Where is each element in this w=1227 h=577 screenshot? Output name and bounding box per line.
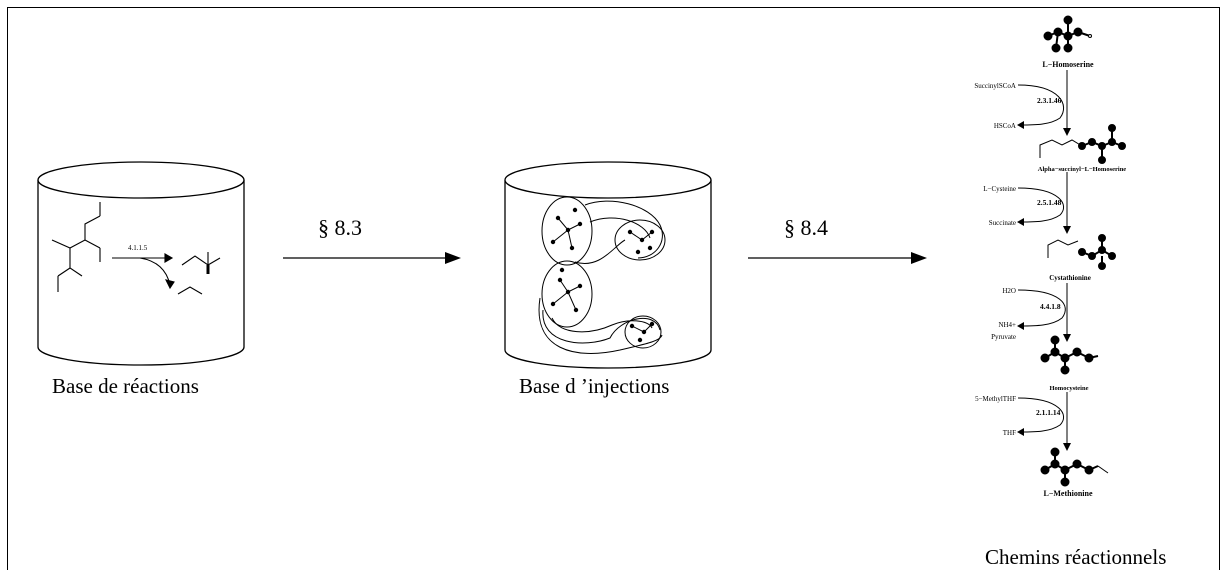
injection-graph-drawing <box>538 196 666 354</box>
reaction-structure-drawing <box>51 202 221 295</box>
ec-number: 2.3.1.46 <box>1037 96 1062 105</box>
injections-database-cylinder <box>504 161 712 369</box>
molecule-homocysteine <box>1040 335 1099 375</box>
reactions-base-caption: Base de réactions <box>52 374 199 398</box>
section-ref-8-3: § 8.3 <box>318 215 362 240</box>
pathways-caption: Chemins réactionnels <box>985 545 1167 569</box>
arrow-to-injections <box>283 252 461 264</box>
arrow-to-pathways <box>748 252 927 264</box>
injections-base-caption: Base d ’injections <box>519 374 670 398</box>
coproduct-label: NH4+ <box>998 321 1016 329</box>
cosubstrate-label: H2O <box>1002 287 1016 295</box>
compound-label: L−Homoserine <box>1042 60 1094 69</box>
side-arrowheads <box>1017 121 1024 436</box>
reactions-database-cylinder <box>37 161 245 366</box>
compound-label: Homocysteine <box>1050 385 1089 392</box>
ec-number: 2.1.1.14 <box>1036 408 1061 417</box>
compound-label: Alpha−succinyl−L−Homoserine <box>1038 166 1127 173</box>
graph-nodes <box>550 207 655 343</box>
ec-number: 4.4.1.8 <box>1040 302 1061 311</box>
molecule-cystathionine <box>1047 234 1116 270</box>
coproduct-label: HSCoA <box>994 122 1016 130</box>
coproduct-label: Succinate <box>989 219 1016 227</box>
ec-number: 2.5.1.48 <box>1037 198 1062 207</box>
side-reaction-curves <box>1017 84 1066 433</box>
compound-label: L−Methionine <box>1043 489 1092 498</box>
section-ref-8-4: § 8.4 <box>784 215 828 240</box>
cosubstrate-label: 5−MethylTHF <box>975 395 1016 403</box>
compound-label: Cystathionine <box>1049 274 1091 282</box>
molecule-homoserine <box>1043 15 1092 53</box>
coproduct-label: Pyruvate <box>991 333 1016 341</box>
figure-border <box>7 7 1220 570</box>
molecule-succinyl-homoserine <box>1039 124 1126 164</box>
molecule-methionine <box>1040 447 1109 487</box>
pathway-arrowheads <box>1063 128 1071 451</box>
cosubstrate-label: L−Cysteine <box>983 185 1016 193</box>
cosubstrate-label: SuccinylSCoA <box>974 82 1016 90</box>
coproduct-label: THF <box>1003 429 1016 437</box>
reaction-ec-label: 4.1.1.5 <box>128 244 148 252</box>
